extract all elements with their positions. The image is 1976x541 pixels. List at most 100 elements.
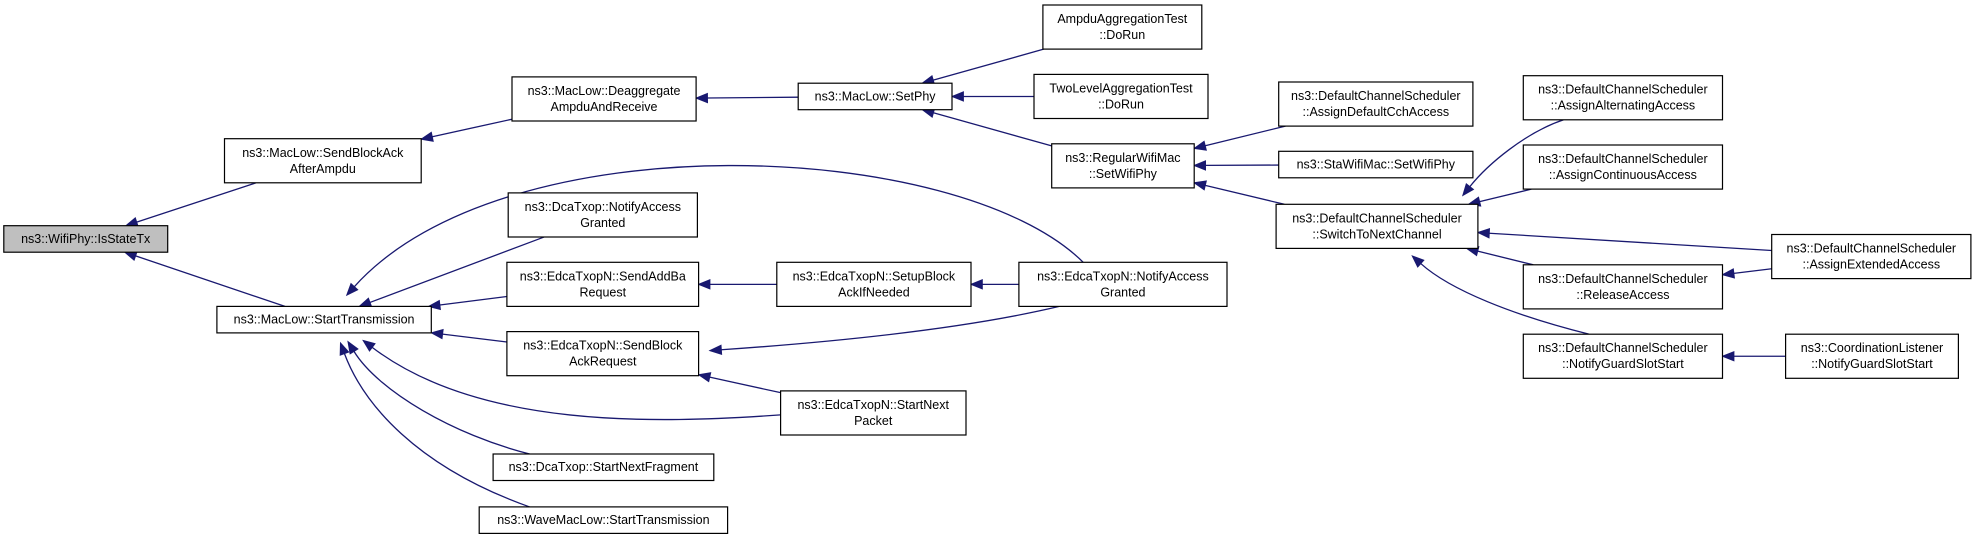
edge-startTransmission-to-isStateTx — [123, 250, 286, 308]
node-staSetWifiPhy[interactable]: ns3::StaWifiMac::SetWifiPhy — [1278, 150, 1474, 179]
node-label: Granted — [1100, 285, 1145, 299]
node-label: ns3::DefaultChannelScheduler — [1292, 211, 1462, 225]
node-label: Request — [580, 285, 627, 299]
arrowhead — [1721, 268, 1735, 279]
arrowhead — [419, 131, 434, 142]
edge-line — [369, 236, 545, 304]
node-box — [507, 192, 699, 238]
node-box — [779, 390, 967, 436]
node-box — [797, 82, 953, 111]
edge-staSetWifiPhy-to-regularSetWifiPhy — [1192, 160, 1279, 171]
node-startTransmission[interactable]: ns3::MacLow::StartTransmission — [216, 305, 432, 334]
node-regularSetWifiPhy[interactable]: ns3::RegularWifiMac::SetWifiPhy — [1051, 143, 1195, 189]
arrowhead — [1411, 255, 1425, 268]
node-label: ::ReleaseAccess — [1576, 288, 1669, 302]
node-ampduTest[interactable]: AmpduAggregationTest::DoRun — [1042, 4, 1203, 50]
arrowhead — [429, 328, 444, 340]
node-box — [1278, 150, 1474, 179]
arrowhead — [697, 372, 712, 383]
node-label: ns3::WifiPhy::IsStateTx — [21, 232, 151, 246]
node-assignDefaultCch[interactable]: ns3::DefaultChannelScheduler::AssignDefa… — [1278, 81, 1474, 127]
arrowhead — [969, 279, 983, 290]
node-box — [1522, 144, 1724, 190]
arrowhead — [339, 341, 350, 356]
node-releaseAccess[interactable]: ns3::DefaultChannelScheduler::ReleaseAcc… — [1522, 264, 1724, 310]
edge-regularSetWifiPhy-to-setPhy — [921, 107, 1052, 147]
arrowhead — [1476, 227, 1491, 239]
node-box — [1771, 233, 1972, 280]
node-isStateTx[interactable]: ns3::WifiPhy::IsStateTx — [3, 225, 169, 253]
node-label: ns3::EdcaTxopN::StartNext — [797, 398, 949, 412]
node-box — [1784, 333, 1959, 379]
edge-sendAddBaRequest-to-startTransmission — [427, 295, 508, 311]
edge-line — [1205, 184, 1285, 205]
node-box — [511, 76, 697, 122]
node-box — [776, 261, 972, 307]
node-switchToNextChannel[interactable]: ns3::DefaultChannelScheduler::SwitchToNe… — [1275, 203, 1479, 250]
arrowhead — [347, 340, 359, 355]
node-label: Granted — [580, 216, 625, 230]
node-label: ::NotifyGuardSlotStart — [1811, 357, 1933, 371]
node-waveStartTransmission[interactable]: ns3::WaveMacLow::StartTransmission — [478, 506, 729, 534]
node-label: ns3::MacLow::StartTransmission — [234, 313, 415, 327]
node-label: AmpduAndReceive — [550, 100, 657, 114]
arrowhead — [1721, 350, 1735, 362]
edge-setPhy-to-deaggregate — [694, 92, 799, 104]
node-label: AfterAmpdu — [290, 162, 356, 176]
node-dcaStartNextFragment[interactable]: ns3::DcaTxop::StartNextFragment — [492, 453, 715, 482]
node-label: ns3::EdcaTxopN::SendBlock — [523, 339, 683, 353]
node-label: ns3::DcaTxop::StartNextFragment — [509, 460, 699, 474]
node-assignContinuous[interactable]: ns3::DefaultChannelScheduler::AssignCont… — [1522, 144, 1724, 190]
edge-line — [343, 353, 530, 508]
node-assignExtended[interactable]: ns3::DefaultChannelScheduler::AssignExte… — [1771, 233, 1972, 280]
edge-assignExtended-to-releaseAccess — [1721, 268, 1772, 279]
node-label: Packet — [854, 414, 893, 428]
node-notifyGuardSlotStart[interactable]: ns3::DefaultChannelScheduler::NotifyGuar… — [1522, 333, 1724, 379]
edge-waveStartTransmission-to-startTransmission — [339, 341, 530, 508]
node-label: ns3::DefaultChannelScheduler — [1787, 242, 1957, 256]
node-box — [1278, 81, 1474, 127]
node-label: ::AssignContinuousAccess — [1549, 168, 1697, 182]
node-box — [1051, 143, 1195, 189]
arrowhead — [708, 344, 723, 355]
arrowhead — [362, 339, 376, 352]
edge-ampduTest-to-setPhy — [920, 48, 1044, 86]
edge-line — [353, 351, 530, 455]
edge-assignDefaultCch-to-regularSetWifiPhy — [1192, 125, 1286, 151]
edge-line — [933, 48, 1044, 81]
node-box — [1018, 261, 1228, 307]
node-label: ns3::EdcaTxopN::SetupBlock — [793, 269, 956, 283]
edge-edcaStartNextPacket-to-startTransmission — [362, 339, 781, 421]
edge-line — [1479, 188, 1532, 203]
node-box — [223, 138, 422, 184]
node-label: ns3::MacLow::SendBlockAck — [242, 146, 404, 160]
node-box — [1522, 75, 1724, 121]
edge-line — [135, 255, 286, 308]
edge-line — [439, 295, 508, 306]
node-label: ::DoRun — [1098, 98, 1144, 112]
node-label: ::DoRun — [1099, 28, 1145, 42]
edge-line — [432, 118, 513, 138]
edge-notifyGuardSlotStart-to-switchToNextChannel — [1411, 255, 1590, 335]
node-label: ns3::EdcaTxopN::NotifyAccess — [1037, 269, 1209, 283]
node-box — [216, 305, 432, 334]
node-label: ns3::WaveMacLow::StartTransmission — [497, 513, 709, 527]
node-label: ns3::DefaultChannelScheduler — [1291, 89, 1461, 103]
node-box — [1522, 333, 1724, 379]
edge-twoLevelTest-to-setPhy — [950, 91, 1035, 102]
node-setPhy[interactable]: ns3::MacLow::SetPhy — [797, 82, 953, 111]
edge-line — [721, 305, 1060, 351]
node-coordNotifyGuardSlotStart[interactable]: ns3::CoordinationListener::NotifyGuardSl… — [1784, 333, 1959, 379]
node-twoLevelTest[interactable]: TwoLevelAggregationTest::DoRun — [1033, 73, 1209, 120]
node-label: ns3::DefaultChannelScheduler — [1538, 152, 1708, 166]
node-assignAlternating[interactable]: ns3::DefaultChannelScheduler::AssignAlte… — [1522, 75, 1724, 121]
